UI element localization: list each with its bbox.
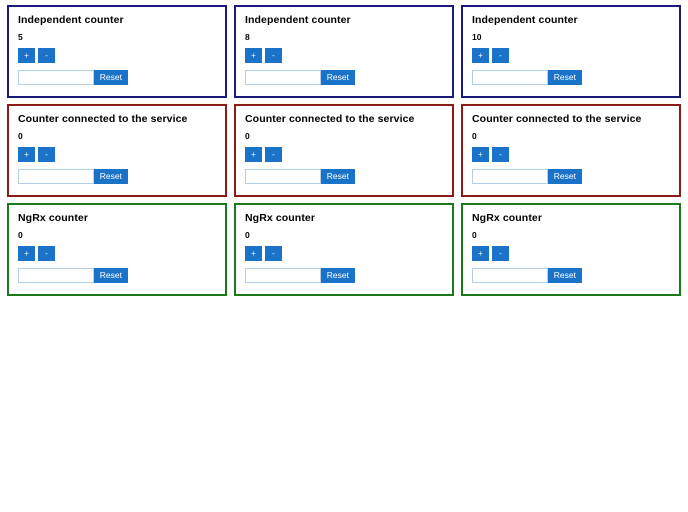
- reset-button[interactable]: Reset: [93, 70, 128, 85]
- counter-value: 0: [245, 230, 250, 240]
- counter-card-title: Counter connected to the service: [245, 113, 415, 125]
- counter-value: 5: [18, 32, 23, 42]
- reset-button[interactable]: Reset: [320, 169, 355, 184]
- counter-button-row: + -: [18, 147, 216, 162]
- reset-row: Reset: [472, 169, 582, 184]
- reset-input[interactable]: [472, 268, 548, 283]
- decrement-button[interactable]: -: [265, 246, 282, 261]
- counter-card-independent-3: Independent counter 10 + - Reset: [461, 5, 681, 98]
- counter-value: 0: [472, 230, 477, 240]
- counter-button-row: + -: [245, 48, 443, 63]
- reset-row: Reset: [18, 70, 128, 85]
- reset-input[interactable]: [18, 268, 94, 283]
- counter-button-row: + -: [472, 246, 670, 261]
- reset-input[interactable]: [472, 169, 548, 184]
- counter-card-title: Independent counter: [18, 14, 124, 26]
- counter-card-grid: Independent counter 5 + - Reset Independ…: [7, 5, 681, 296]
- reset-button[interactable]: Reset: [320, 70, 355, 85]
- increment-button[interactable]: +: [472, 246, 489, 261]
- counter-button-row: + -: [18, 48, 216, 63]
- counter-card-ngrx-7: NgRx counter 0 + - Reset: [7, 203, 227, 296]
- decrement-button[interactable]: -: [492, 246, 509, 261]
- reset-row: Reset: [245, 268, 355, 283]
- counter-card-independent-2: Independent counter 8 + - Reset: [234, 5, 454, 98]
- counter-card-ngrx-9: NgRx counter 0 + - Reset: [461, 203, 681, 296]
- reset-row: Reset: [245, 169, 355, 184]
- increment-button[interactable]: +: [472, 147, 489, 162]
- reset-row: Reset: [472, 268, 582, 283]
- counter-card-title: NgRx counter: [18, 212, 89, 224]
- reset-row: Reset: [18, 268, 128, 283]
- counter-card-independent-1: Independent counter 5 + - Reset: [7, 5, 227, 98]
- increment-button[interactable]: +: [245, 246, 262, 261]
- counter-button-row: + -: [472, 147, 670, 162]
- counter-value: 10: [472, 32, 482, 42]
- reset-row: Reset: [472, 70, 582, 85]
- decrement-button[interactable]: -: [492, 48, 509, 63]
- counter-card-title: NgRx counter: [245, 212, 316, 224]
- reset-button[interactable]: Reset: [93, 268, 128, 283]
- increment-button[interactable]: +: [245, 48, 262, 63]
- decrement-button[interactable]: -: [265, 147, 282, 162]
- counter-button-row: + -: [472, 48, 670, 63]
- decrement-button[interactable]: -: [492, 147, 509, 162]
- increment-button[interactable]: +: [18, 147, 35, 162]
- reset-input[interactable]: [18, 169, 94, 184]
- reset-button[interactable]: Reset: [547, 268, 582, 283]
- reset-button[interactable]: Reset: [320, 268, 355, 283]
- decrement-button[interactable]: -: [38, 48, 55, 63]
- increment-button[interactable]: +: [18, 48, 35, 63]
- counter-value: 0: [18, 230, 23, 240]
- reset-input[interactable]: [472, 70, 548, 85]
- counter-card-service-4: Counter connected to the service 0 + - R…: [7, 104, 227, 197]
- counter-card-title: NgRx counter: [472, 212, 543, 224]
- counter-button-row: + -: [18, 246, 216, 261]
- reset-button[interactable]: Reset: [547, 70, 582, 85]
- reset-row: Reset: [245, 70, 355, 85]
- counter-card-title: Independent counter: [472, 14, 578, 26]
- counter-card-title: Independent counter: [245, 14, 351, 26]
- reset-input[interactable]: [245, 268, 321, 283]
- reset-button[interactable]: Reset: [93, 169, 128, 184]
- increment-button[interactable]: +: [18, 246, 35, 261]
- counter-card-service-5: Counter connected to the service 0 + - R…: [234, 104, 454, 197]
- counter-button-row: + -: [245, 147, 443, 162]
- counter-button-row: + -: [245, 246, 443, 261]
- decrement-button[interactable]: -: [38, 147, 55, 162]
- counter-value: 0: [245, 131, 250, 141]
- counter-value: 0: [18, 131, 23, 141]
- decrement-button[interactable]: -: [265, 48, 282, 63]
- counter-card-service-6: Counter connected to the service 0 + - R…: [461, 104, 681, 197]
- decrement-button[interactable]: -: [38, 246, 55, 261]
- reset-input[interactable]: [245, 70, 321, 85]
- reset-button[interactable]: Reset: [547, 169, 582, 184]
- counter-card-ngrx-8: NgRx counter 0 + - Reset: [234, 203, 454, 296]
- reset-input[interactable]: [18, 70, 94, 85]
- increment-button[interactable]: +: [472, 48, 489, 63]
- counter-card-title: Counter connected to the service: [18, 113, 188, 125]
- counter-value: 8: [245, 32, 250, 42]
- counter-card-title: Counter connected to the service: [472, 113, 642, 125]
- increment-button[interactable]: +: [245, 147, 262, 162]
- reset-input[interactable]: [245, 169, 321, 184]
- counter-value: 0: [472, 131, 477, 141]
- reset-row: Reset: [18, 169, 128, 184]
